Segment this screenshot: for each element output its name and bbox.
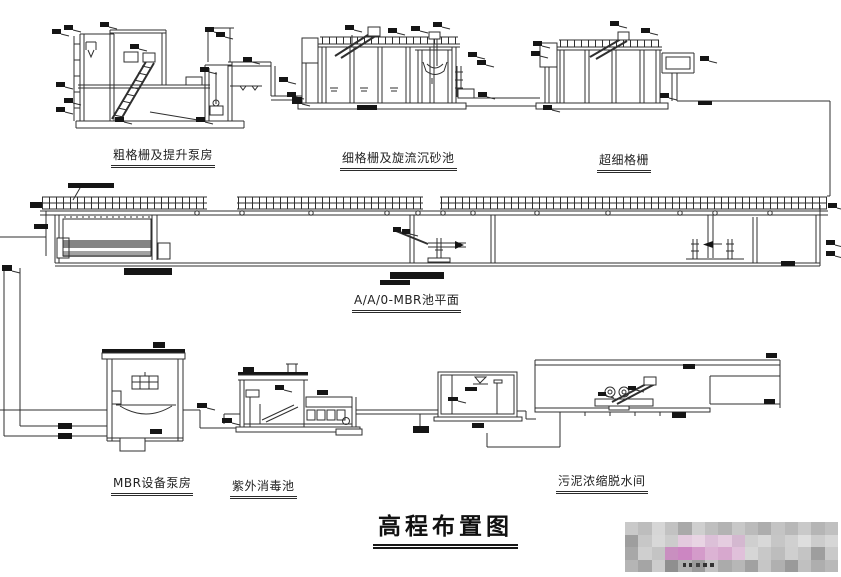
watermark-cell [811,534,825,547]
watermark-cell [691,534,705,547]
watermark-cell [771,534,785,547]
watermark-cell [798,559,812,572]
watermark-cell [625,559,639,572]
watermark-cell [704,547,719,560]
watermark-cell [784,522,799,535]
watermark-cell [638,559,652,572]
watermark-cell [798,547,812,560]
sludge-dewatering-section [486,359,781,448]
watermark-cell [691,522,705,535]
watermark-cell [758,522,772,535]
watermark-cell [758,547,772,560]
label-fine-screen-grit-chamber: 细格栅及旋流沉砂池 [340,149,457,171]
coarse-screen-pump-house-section [73,27,302,129]
belt-press-machine [594,376,657,411]
watermark-cell [704,534,719,547]
watermark-cell [651,522,665,535]
uv-disinfection-section [223,363,438,436]
fine-screen-grit-chamber-section [297,26,540,110]
watermark-cell [625,547,639,560]
membrane-cassettes [62,216,152,257]
watermark-cell [678,547,692,560]
watermark-cell [651,559,665,572]
uv-lamp-modules [306,409,346,421]
watermark-cell [664,547,679,560]
watermark-cell [744,547,759,560]
watermark-cell [678,534,692,547]
watermark-cell [651,534,665,547]
watermark-cell [678,522,692,535]
watermark-cell [718,522,732,535]
watermark-cell [625,522,639,535]
watermark-cell [718,547,732,560]
watermark-cell [824,547,838,560]
label-coarse-screen-pump-house: 粗格栅及提升泵房 [111,146,216,168]
watermark-cell [798,522,812,535]
watermark-cell [811,522,825,535]
watermark-cell [651,547,665,560]
watermark-cell [811,547,825,560]
mid-tank-pump-assembly [395,230,466,263]
watermark-cell [771,522,785,535]
aao-mbr-tank-section [40,187,828,267]
watermark-cell [638,534,652,547]
watermark-cell [704,522,719,535]
elevation-markers [2,21,841,439]
watermark-cell [758,534,772,547]
label-sludge-dewatering: 污泥浓缩脱水间 [556,472,648,494]
watermark-cell [771,547,785,560]
watermark-cell [638,522,652,535]
watermark-cell [718,534,732,547]
watermark-cell [731,534,745,547]
mbr-pump-house-section [101,349,240,452]
watermark-cell [638,547,652,560]
watermark-cell [784,547,799,560]
watermark-cell [824,559,838,572]
watermark-cell [744,534,759,547]
label-uv-disinfection: 紫外消毒池 [230,477,297,499]
label-ultrafine-screen: 超细格栅 [597,151,652,173]
drawing-title: 高程布置图 [373,507,518,549]
return-pipes [0,236,107,437]
right-tank-piping [686,239,744,264]
watermark-cell [718,559,732,572]
watermark-cell [625,534,639,547]
watermark-cell [744,559,759,572]
watermark-cell [664,522,679,535]
watermark-cell [731,522,745,535]
watermark-cell [758,559,772,572]
watermark-cell [824,534,838,547]
watermark-cell [744,522,759,535]
watermark-cell [664,534,679,547]
watermark-text-remnant [683,563,717,567]
label-aao-mbr-tank: A/A/0-MBR池平面 [352,291,462,313]
watermark-cell [798,534,812,547]
watermark-cell [731,547,745,560]
watermark-cell [811,559,825,572]
watermark-mosaic [625,522,838,572]
watermark-cell [664,559,679,572]
walkway-post-bases [194,210,773,216]
watermark-cell [731,559,745,572]
intermediate-tank-section [433,371,536,422]
watermark-cell [691,547,705,560]
ultrafine-screen-section [535,31,831,197]
watermark-cell [824,522,838,535]
watermark-cell [784,559,799,572]
watermark-cell [771,559,785,572]
watermark-cell [784,534,799,547]
label-mbr-pump-house: MBR设备泵房 [111,474,194,496]
